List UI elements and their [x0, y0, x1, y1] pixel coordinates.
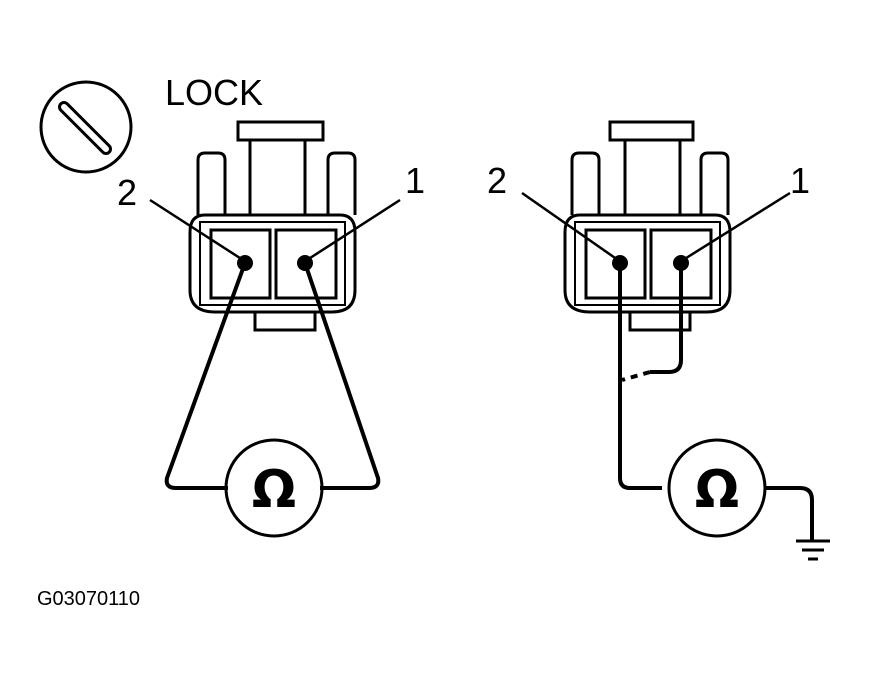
left-test-lead-2 — [164, 262, 247, 490]
right-test-lead-1 — [650, 263, 683, 374]
ohmmeter-icon: Ω — [224, 438, 324, 538]
left-terminal-2-label: 2 — [117, 172, 137, 213]
left-test-lead-1 — [303, 262, 381, 490]
right-terminal-1-label: 1 — [790, 160, 810, 201]
lock-label: LOCK — [165, 72, 263, 113]
right-connector — [521, 120, 791, 332]
left-connector — [149, 120, 401, 332]
left-ohmmeter-symbol: Ω — [252, 460, 296, 520]
right-test-lead-2 — [618, 263, 662, 490]
right-terminal-2-label: 2 — [487, 160, 507, 201]
ohmmeter-icon: Ω — [667, 438, 767, 538]
ground-lead — [765, 486, 814, 540]
right-ohmmeter-symbol: Ω — [695, 460, 739, 520]
left-terminal-1-label: 1 — [405, 160, 425, 201]
figure-code: G03070110 — [37, 588, 140, 610]
ignition-lock-icon — [39, 80, 133, 174]
ground-symbol-icon — [796, 539, 830, 561]
right-dashed-connection — [621, 370, 651, 382]
